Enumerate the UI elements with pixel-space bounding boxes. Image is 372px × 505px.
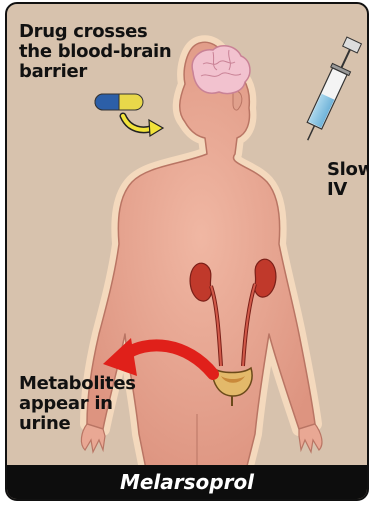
figure-card: Drug crosses the blood-brain barrier Slo… xyxy=(5,2,369,501)
brain-icon xyxy=(192,46,250,94)
drug-path-arrow xyxy=(123,116,163,136)
syringe-icon xyxy=(299,36,364,144)
drug-title: Melarsoprol xyxy=(120,470,254,494)
title-bar: Melarsoprol xyxy=(7,465,367,499)
label-metabolites: Metabolites appear in urine xyxy=(19,374,136,434)
capsule-icon xyxy=(95,94,143,110)
label-blood-brain-barrier: Drug crosses the blood-brain barrier xyxy=(19,22,171,82)
label-slow-iv: Slow IV xyxy=(327,160,369,200)
